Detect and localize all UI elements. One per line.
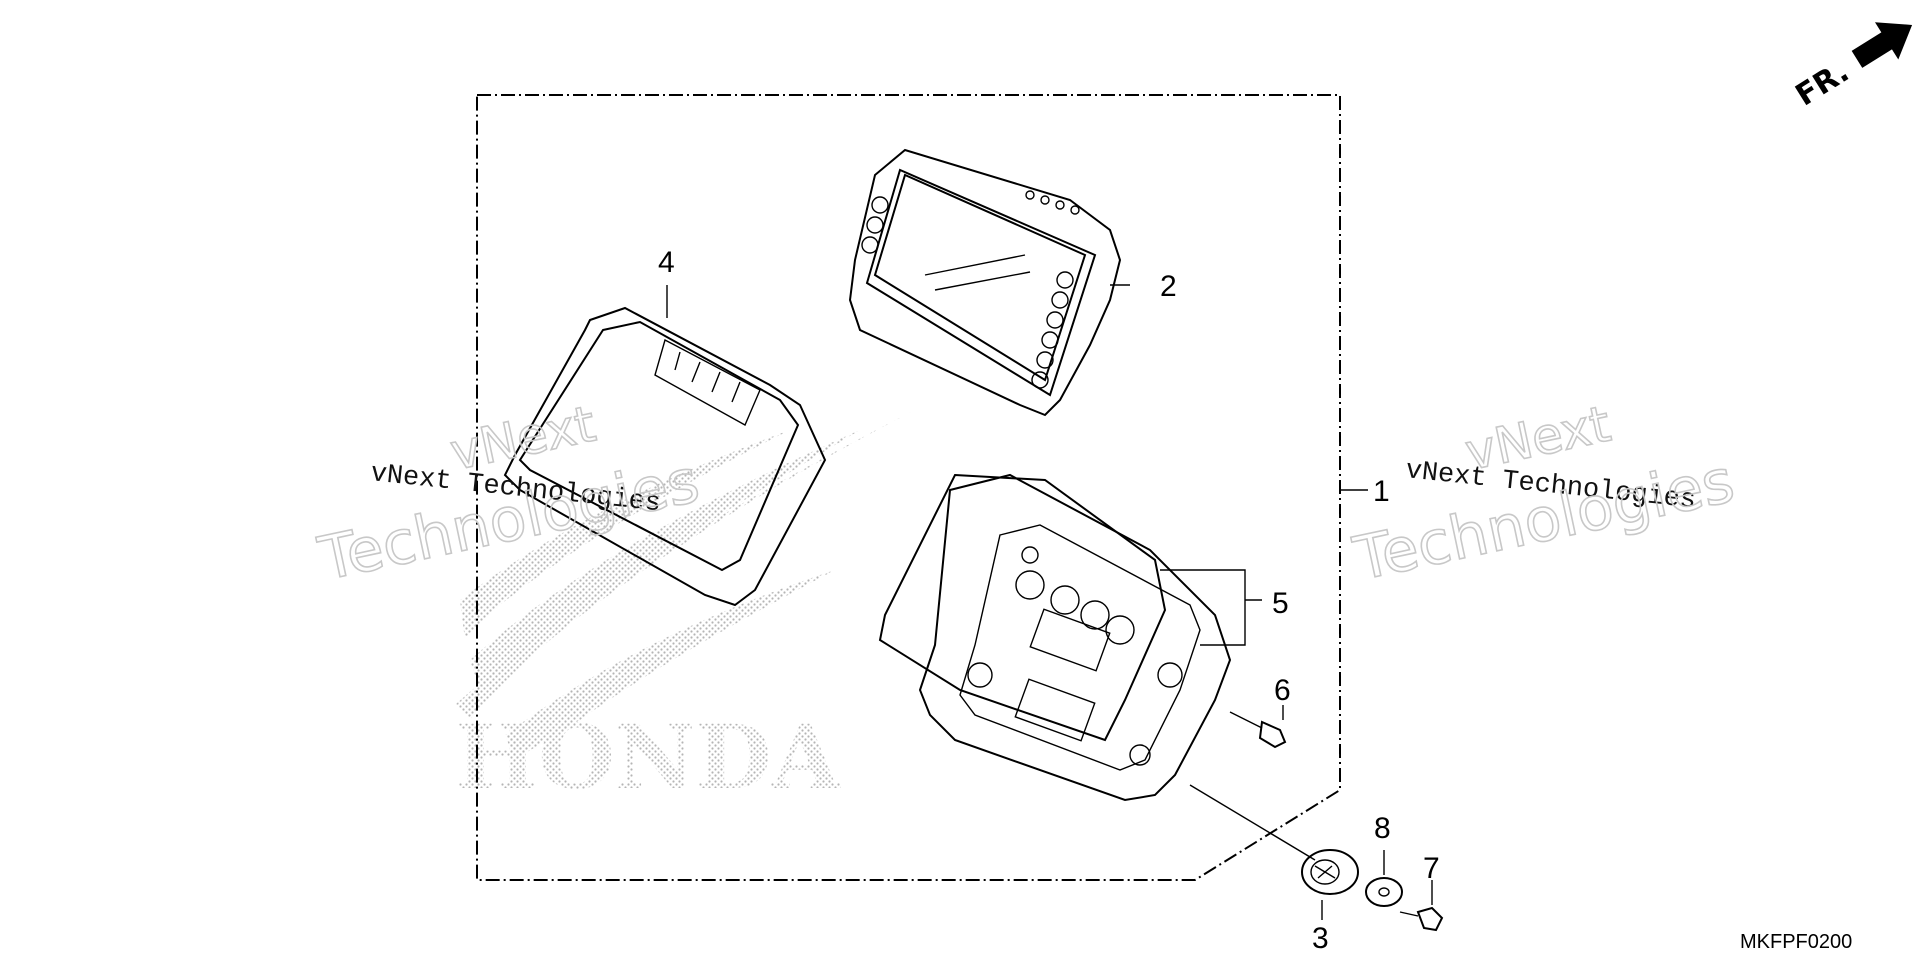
drawing-code: MKFPF0200 — [1740, 931, 1852, 953]
front-label: FR. — [1790, 54, 1856, 113]
callout-4: 4 — [658, 246, 675, 279]
meter-visor — [503, 306, 827, 607]
callout-8: 8 — [1374, 812, 1391, 845]
callout-7: 7 — [1423, 852, 1440, 885]
honda-brand-text: HONDA — [455, 705, 842, 809]
callout-3: 3 — [1312, 922, 1329, 955]
front-arrow-icon — [1851, 22, 1913, 68]
display-unit — [848, 148, 1130, 417]
callout-1: 1 — [1373, 475, 1390, 508]
callout-5: 5 — [1272, 587, 1289, 620]
washer-8 — [1365, 877, 1403, 907]
grommet-3 — [1189, 784, 1359, 895]
callout-2: 2 — [1160, 270, 1177, 303]
watermark-right: vNext Technologies vNext Technologies — [1347, 394, 1741, 596]
assembly-boundary — [476, 94, 1341, 881]
front-direction-marker: FR. — [1790, 22, 1913, 113]
meter-case — [918, 473, 1232, 802]
callout-6: 6 — [1274, 674, 1291, 707]
watermark-large-line1-right: vNext — [1460, 395, 1615, 482]
screw-6 — [1229, 711, 1287, 749]
watermark-large-line1-left: vNext — [445, 395, 600, 482]
honda-wing-logo: HONDA — [455, 410, 915, 809]
gasket-frame — [878, 473, 1167, 742]
leader-5 — [1160, 569, 1262, 646]
screw-7 — [1399, 906, 1444, 932]
